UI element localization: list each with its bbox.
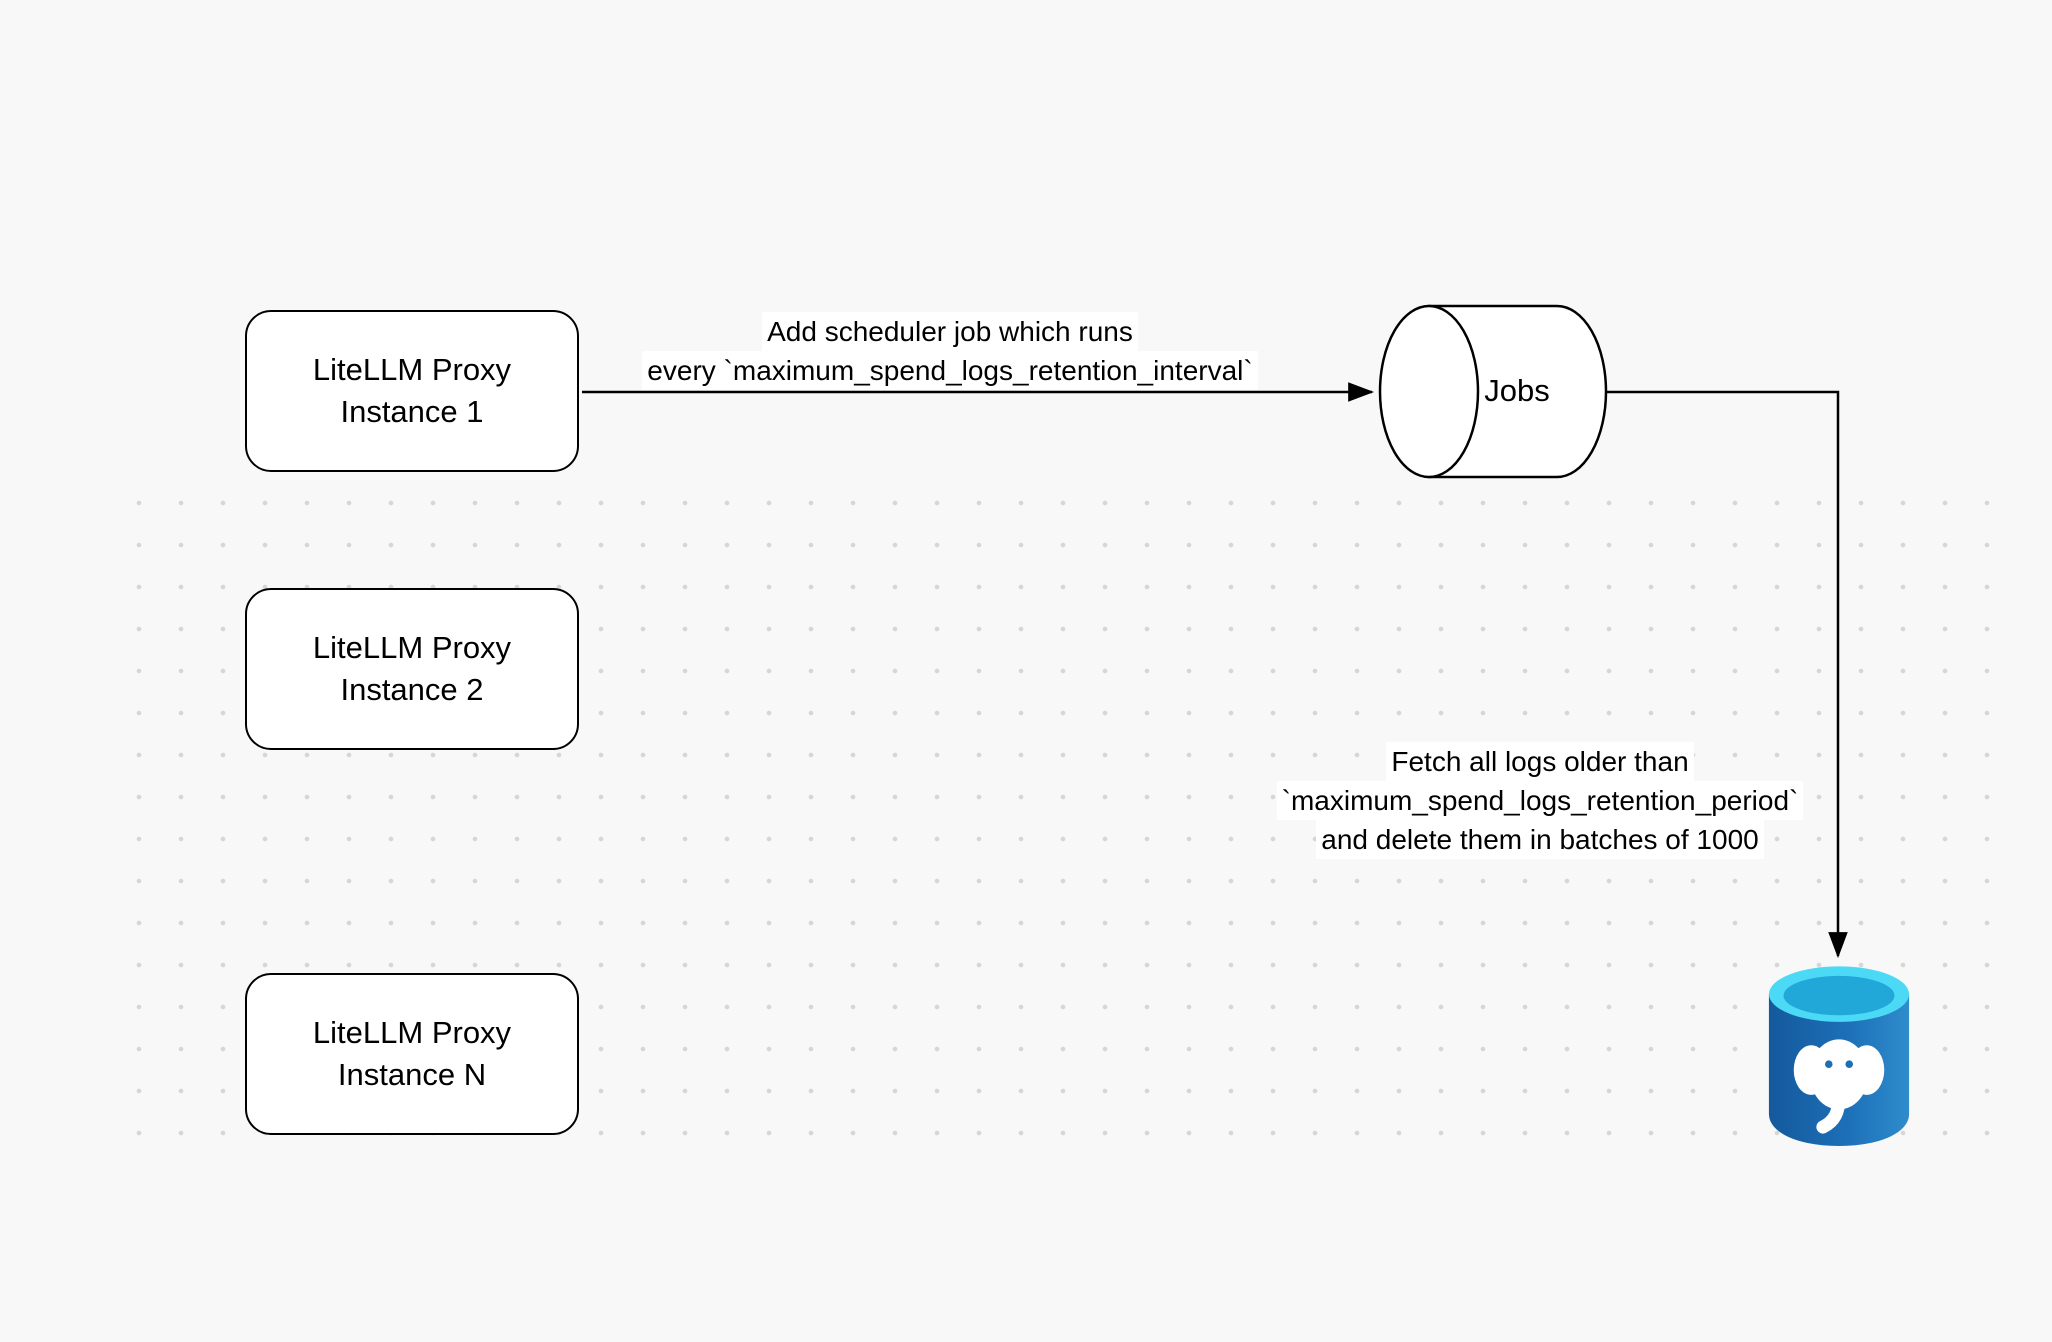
label-line-text: and delete them in batches of 1000 (1316, 820, 1764, 859)
label-line-text: Add scheduler job which runs (762, 312, 1138, 351)
edge-jobs-to-postgres (1607, 390, 1848, 959)
label-line: Add scheduler job which runs (600, 312, 1300, 351)
label-line: Instance 2 (340, 672, 484, 707)
label-line: `maximum_spend_logs_retention_period` (1190, 781, 1890, 820)
node-label: LiteLLM Proxy Instance N (313, 1012, 511, 1096)
node-litellm-proxy-instance-2: LiteLLM Proxy Instance 2 (245, 588, 579, 750)
label-line: every `maximum_spend_logs_retention_inte… (600, 351, 1300, 390)
jobs-cylinder-cap (1378, 304, 1480, 479)
postgresql-database-icon (1768, 966, 1910, 1146)
label-line-text: Fetch all logs older than (1386, 742, 1694, 781)
postgres-cylinder-top-inner (1783, 975, 1895, 1016)
label-line-text: every `maximum_spend_logs_retention_inte… (642, 351, 1258, 390)
node-litellm-proxy-instance-1: LiteLLM Proxy Instance 1 (245, 310, 579, 472)
node-label: LiteLLM Proxy Instance 1 (313, 349, 511, 433)
label-line: LiteLLM Proxy (312, 1015, 512, 1050)
jobs-cylinder-body (1427, 304, 1608, 479)
node-label: LiteLLM Proxy Instance 2 (313, 627, 511, 711)
elephant-icon (1793, 1039, 1885, 1134)
label-line: LiteLLM Proxy (312, 352, 512, 387)
label-line: Instance N (337, 1057, 487, 1092)
label-line-text: `maximum_spend_logs_retention_period` (1276, 781, 1804, 820)
jobs-cylinder (1378, 304, 1608, 479)
label-line: Fetch all logs older than (1190, 742, 1890, 781)
label-line: LiteLLM Proxy (312, 630, 512, 665)
edge-label-add-scheduler-job: Add scheduler job which runs every `maxi… (600, 312, 1300, 390)
node-litellm-proxy-instance-n: LiteLLM Proxy Instance N (245, 973, 579, 1135)
label-line: Instance 1 (340, 394, 484, 429)
label-line: and delete them in batches of 1000 (1190, 820, 1890, 859)
edge-label-fetch-delete-logs: Fetch all logs older than `maximum_spend… (1190, 742, 1890, 859)
jobs-label: Jobs (1484, 373, 1550, 408)
